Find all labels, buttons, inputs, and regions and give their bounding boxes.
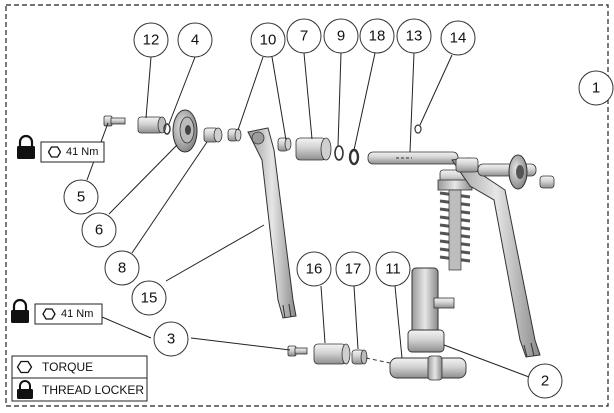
pin-part-11 [365,355,467,381]
bearing-part-6 [172,109,198,153]
bushing-part-17 [351,349,368,365]
callout-6: 6 [81,212,117,248]
callout-label: 9 [337,28,345,45]
torque-spec-lower: 41 Nm [11,298,103,325]
callout-label: 12 [143,32,160,49]
callout-label: 13 [406,28,423,45]
legend: TORQUE THREAD LOCKER [11,355,148,402]
legend-thread-locker-label: THREAD LOCKER [42,383,144,397]
lock-icon [11,298,29,323]
callout-label: 5 [77,189,85,206]
bolt-part-5 [103,115,126,127]
callout-group-1: 1 [578,70,614,106]
callout-3: 3 [153,321,189,357]
legend-torque-label: TORQUE [42,360,93,374]
callout-18: 18 [359,18,395,54]
callout-8: 8 [104,250,140,286]
callout-label: 7 [300,28,308,45]
callouts: 12 4 10 7 9 18 13 14 5 6 8 15 16 17 11 3… [63,18,614,399]
washer-part-9 [334,145,344,161]
callout-7: 7 [286,18,322,54]
lock-icon [17,134,35,159]
arm-part-15 [247,127,297,319]
hexagon-icon [16,360,33,374]
hexagon-icon [47,146,62,158]
bushing-part-10-right [277,137,292,152]
callout-15: 15 [131,280,167,316]
torque-value: 41 Nm [66,146,98,158]
callout-label: 6 [95,222,103,239]
group-number-label: 1 [592,80,600,97]
callout-4: 4 [177,22,213,58]
parts-illustration [103,109,555,381]
bolt-part-3 [287,345,308,357]
right-arm [451,154,555,358]
sleeve-part-7 [295,137,332,161]
callout-16: 16 [296,251,332,287]
torque-spec-upper: 41 Nm [17,134,105,163]
callout-12: 12 [133,22,169,58]
ring-part-4 [163,123,171,135]
bushing-part-10-left [227,128,242,142]
leader-lines [86,52,530,378]
diagram-frame [5,4,609,407]
shaft-part-13 [367,151,459,165]
callout-label: 4 [191,32,199,49]
callout-17: 17 [335,251,371,287]
torque-value: 41 Nm [61,308,93,320]
callout-label: 14 [450,30,467,47]
callout-5: 5 [63,179,99,215]
hexagon-icon [42,308,56,320]
lock-icon [17,380,33,399]
callout-label: 3 [167,331,175,348]
spacer-part-12 [137,116,167,134]
callout-label: 17 [345,261,362,278]
sleeve-part-16 [313,343,351,365]
callout-10: 10 [250,22,286,58]
washer-part-18 [348,148,360,166]
callout-label: 8 [118,260,126,277]
callout-label: 15 [141,290,158,307]
callout-13: 13 [396,18,432,54]
callout-label: 2 [541,373,549,390]
callout-label: 16 [306,261,323,278]
callout-9: 9 [323,18,359,54]
ring-part-14 [414,124,422,134]
callout-2: 2 [527,363,563,399]
callout-label: 10 [260,32,277,49]
callout-11: 11 [375,251,411,287]
callout-14: 14 [440,20,476,56]
bushing-part-8 [203,127,223,143]
shock-absorber-part-2 [407,169,473,353]
callout-label: 18 [369,28,386,45]
callout-label: 11 [385,261,401,278]
